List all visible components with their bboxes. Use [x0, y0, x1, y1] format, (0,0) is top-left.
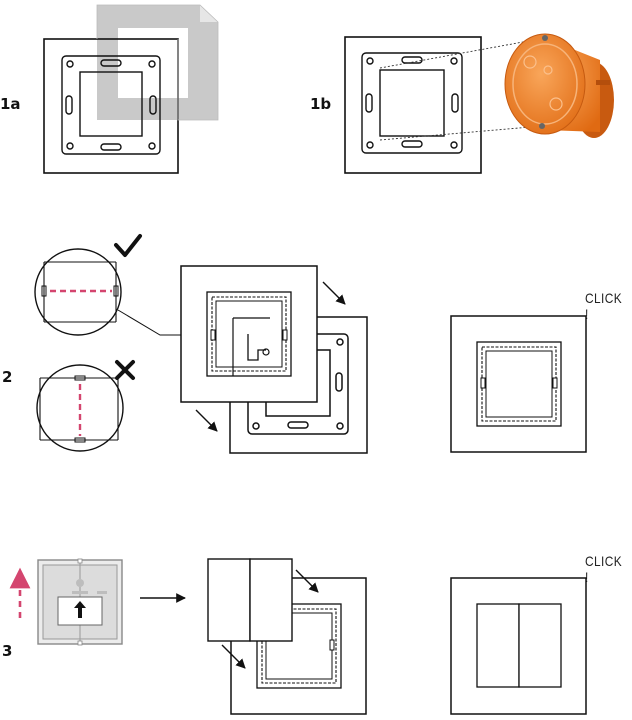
detail-circle-wrong — [36, 364, 124, 452]
mounting-plate-1b — [361, 52, 463, 154]
step-label-1a: 1a — [0, 95, 21, 113]
step3-group — [9, 558, 587, 715]
cross-mark-icon — [115, 360, 135, 380]
check-mark-icon — [114, 234, 142, 257]
mounting-plate-1a — [61, 55, 161, 155]
step1b-group — [344, 33, 614, 174]
step-label-2: 2 — [2, 368, 13, 386]
step2-group — [34, 234, 587, 454]
arrow-icon — [221, 644, 246, 669]
click-note-step2: CLICK ! — [585, 290, 623, 322]
click-note-step3: CLICK ! — [585, 553, 623, 585]
alignment-lines — [379, 37, 546, 141]
arrow-icon — [322, 281, 346, 305]
frame-1b-outer — [344, 36, 482, 174]
arrow-icon — [195, 409, 218, 432]
arrow-up-icon — [74, 601, 86, 618]
junction-box — [504, 33, 614, 138]
step1a-group — [43, 4, 219, 174]
arrow-icon — [295, 569, 319, 593]
protective-film — [97, 5, 218, 120]
frame-with-rockers — [207, 558, 367, 715]
detail-circle-correct — [34, 248, 122, 336]
step-label-3: 3 — [2, 642, 13, 660]
frame-being-placed — [180, 265, 318, 403]
result-frame-step3 — [450, 577, 587, 715]
switch-module — [37, 558, 123, 646]
result-frame-step2 — [450, 315, 587, 453]
step-label-1b: 1b — [310, 95, 332, 113]
